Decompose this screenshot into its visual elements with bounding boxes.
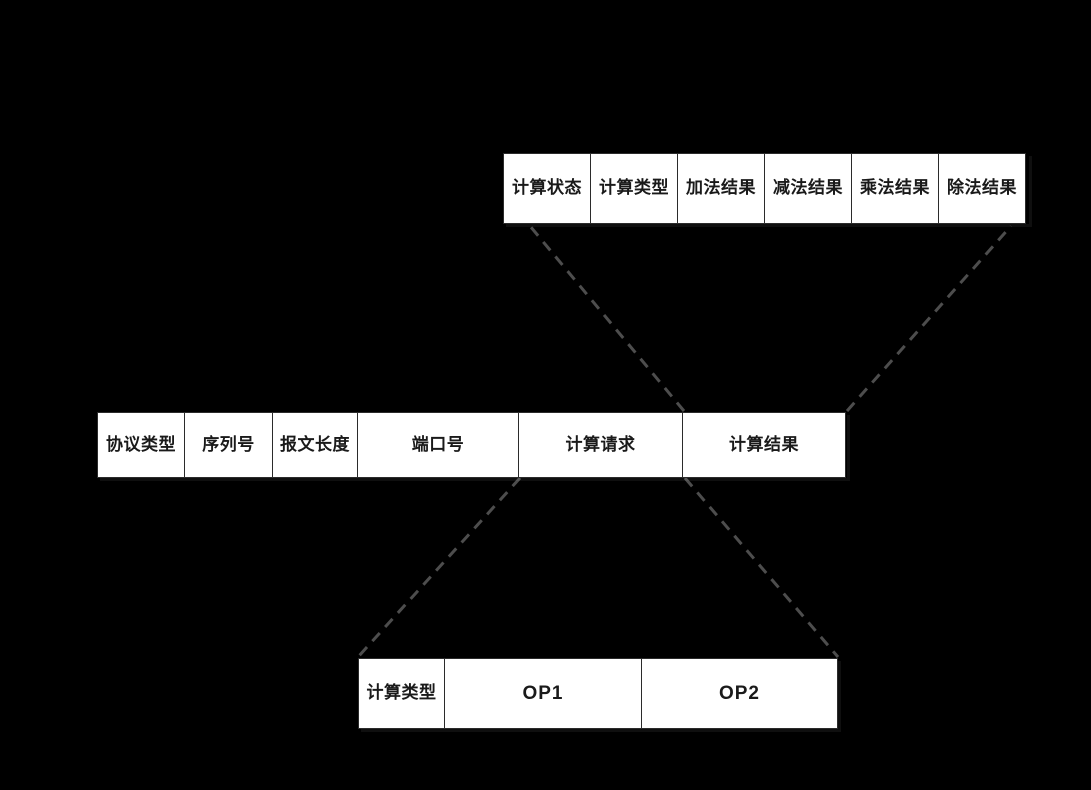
connector-calc-request-to-bottom-right (683, 477, 840, 658)
protocol-message-row: 协议类型 序列号 报文长度 端口号 计算请求 计算结果 (97, 412, 847, 478)
calc-request-breakdown-row: 计算类型 OP1 OP2 (358, 658, 838, 729)
field-label: 计算结果 (729, 434, 799, 454)
field-calc-result[interactable]: 计算结果 (682, 412, 846, 478)
field-operand-1[interactable]: OP1 (444, 658, 642, 729)
field-label: 序列号 (202, 434, 255, 454)
connector-calc-result-to-top-left (528, 225, 686, 412)
field-label: OP2 (718, 682, 761, 704)
field-label: 报文长度 (280, 434, 350, 454)
field-operand-2[interactable]: OP2 (641, 658, 838, 729)
field-multiplication-result[interactable]: 乘法结果 (851, 153, 939, 224)
connector-calc-result-to-top-right (845, 225, 1013, 412)
field-label: OP1 (522, 682, 564, 704)
field-sequence-no[interactable]: 序列号 (184, 412, 273, 478)
field-calc-type-request[interactable]: 计算类型 (358, 658, 445, 729)
field-subtraction-result[interactable]: 减法结果 (764, 153, 852, 224)
field-label: 减法结果 (773, 178, 843, 198)
field-label: 计算类型 (599, 178, 669, 198)
connector-calc-request-to-bottom-left (356, 476, 522, 659)
field-division-result[interactable]: 除法结果 (938, 153, 1026, 224)
field-calc-type[interactable]: 计算类型 (590, 153, 678, 224)
field-label: 计算类型 (366, 683, 437, 703)
field-addition-result[interactable]: 加法结果 (677, 153, 765, 224)
field-label: 协议类型 (106, 434, 176, 454)
field-calc-request[interactable]: 计算请求 (518, 412, 683, 478)
field-message-length[interactable]: 报文长度 (272, 412, 358, 478)
field-protocol-type[interactable]: 协议类型 (97, 412, 185, 478)
field-label: 计算请求 (565, 434, 636, 454)
field-label: 乘法结果 (860, 178, 930, 198)
field-port-no[interactable]: 端口号 (357, 412, 519, 478)
field-label: 加法结果 (686, 178, 756, 198)
field-label: 端口号 (411, 434, 465, 454)
field-calc-status[interactable]: 计算状态 (503, 153, 591, 224)
field-label: 计算状态 (512, 178, 582, 198)
calc-result-breakdown-row: 计算状态 计算类型 加法结果 减法结果 乘法结果 除法结果 (503, 153, 1029, 224)
field-label: 除法结果 (947, 178, 1017, 198)
